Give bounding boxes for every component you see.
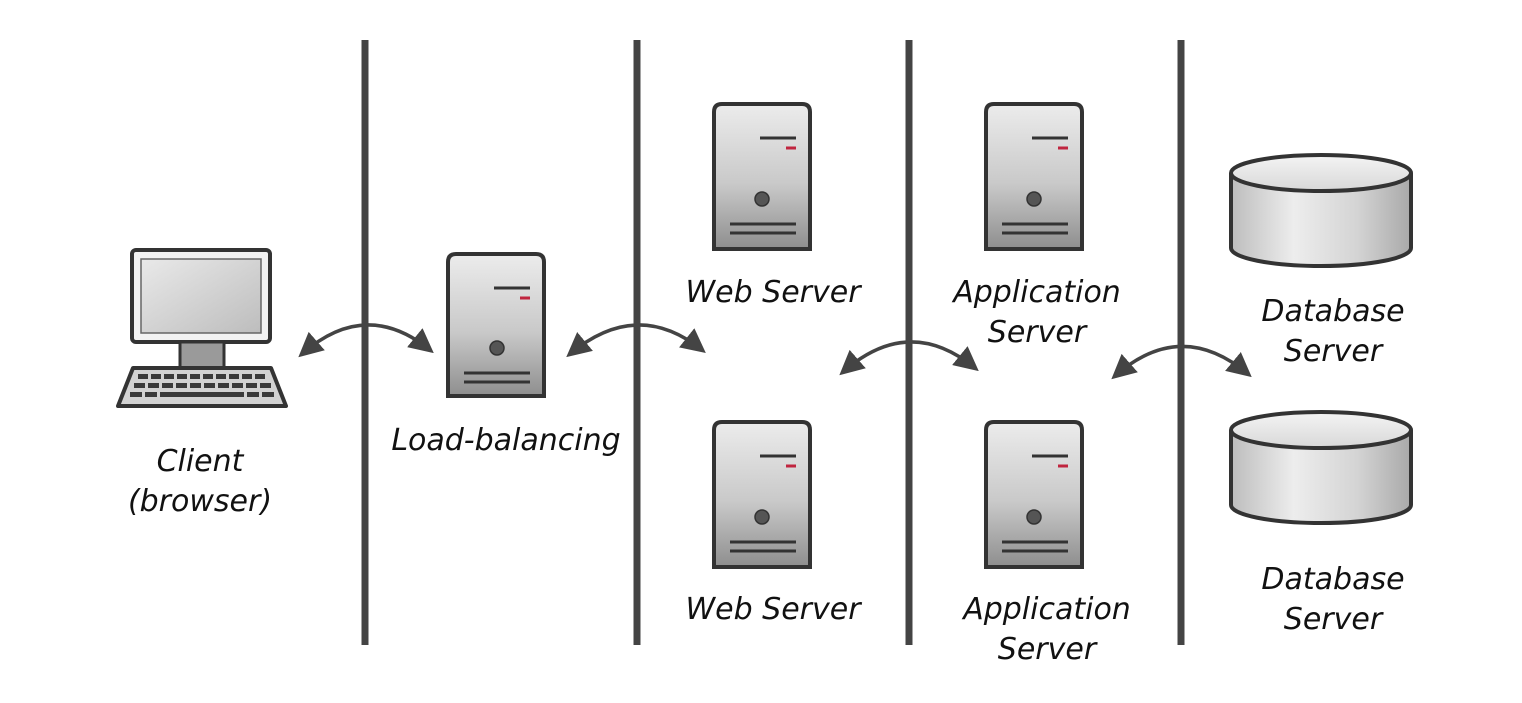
bidirectional-arrow	[566, 323, 706, 358]
connection-arrows	[298, 323, 1252, 380]
database-server-label: Database Server	[1218, 560, 1448, 640]
bidirectional-arrow	[1111, 344, 1252, 380]
application-server-label-line1: Application	[953, 275, 1121, 310]
load-balancer-label-text: Load-balancing	[391, 423, 621, 458]
bidirectional-arrow	[839, 340, 979, 376]
web-server-label: Web Server	[658, 273, 888, 313]
client-label-line2: (browser)	[127, 484, 273, 519]
client-computer-icon	[116, 248, 288, 408]
web-server-icon	[712, 420, 812, 569]
database-icon	[1229, 410, 1413, 525]
client-label: Client (browser)	[100, 442, 300, 522]
database-server-label: Database Server	[1218, 292, 1448, 372]
application-server-icon	[984, 420, 1084, 569]
database-server-label-line1: Database	[1261, 294, 1405, 329]
web-server-label: Web Server	[658, 590, 888, 630]
application-server-icon	[984, 102, 1084, 251]
database-server-label-line1: Database	[1261, 562, 1405, 597]
application-server-label-line2: Server	[987, 315, 1087, 350]
web-server-label-text: Web Server	[685, 592, 861, 627]
load-balancer-server-icon	[446, 252, 546, 398]
application-server-label: Application Server	[932, 590, 1162, 670]
load-balancer-label: Load-balancing	[376, 421, 636, 461]
application-server-label-line2: Server	[997, 632, 1097, 667]
web-server-icon	[712, 102, 812, 251]
application-server-label-line1: Application	[963, 592, 1131, 627]
bidirectional-arrow	[298, 323, 434, 358]
database-server-label-line2: Server	[1283, 334, 1383, 369]
web-server-label-text: Web Server	[685, 275, 861, 310]
application-server-label: Application Server	[922, 273, 1152, 353]
client-label-line1: Client	[156, 444, 244, 479]
database-icon	[1229, 153, 1413, 268]
database-server-label-line2: Server	[1283, 602, 1383, 637]
